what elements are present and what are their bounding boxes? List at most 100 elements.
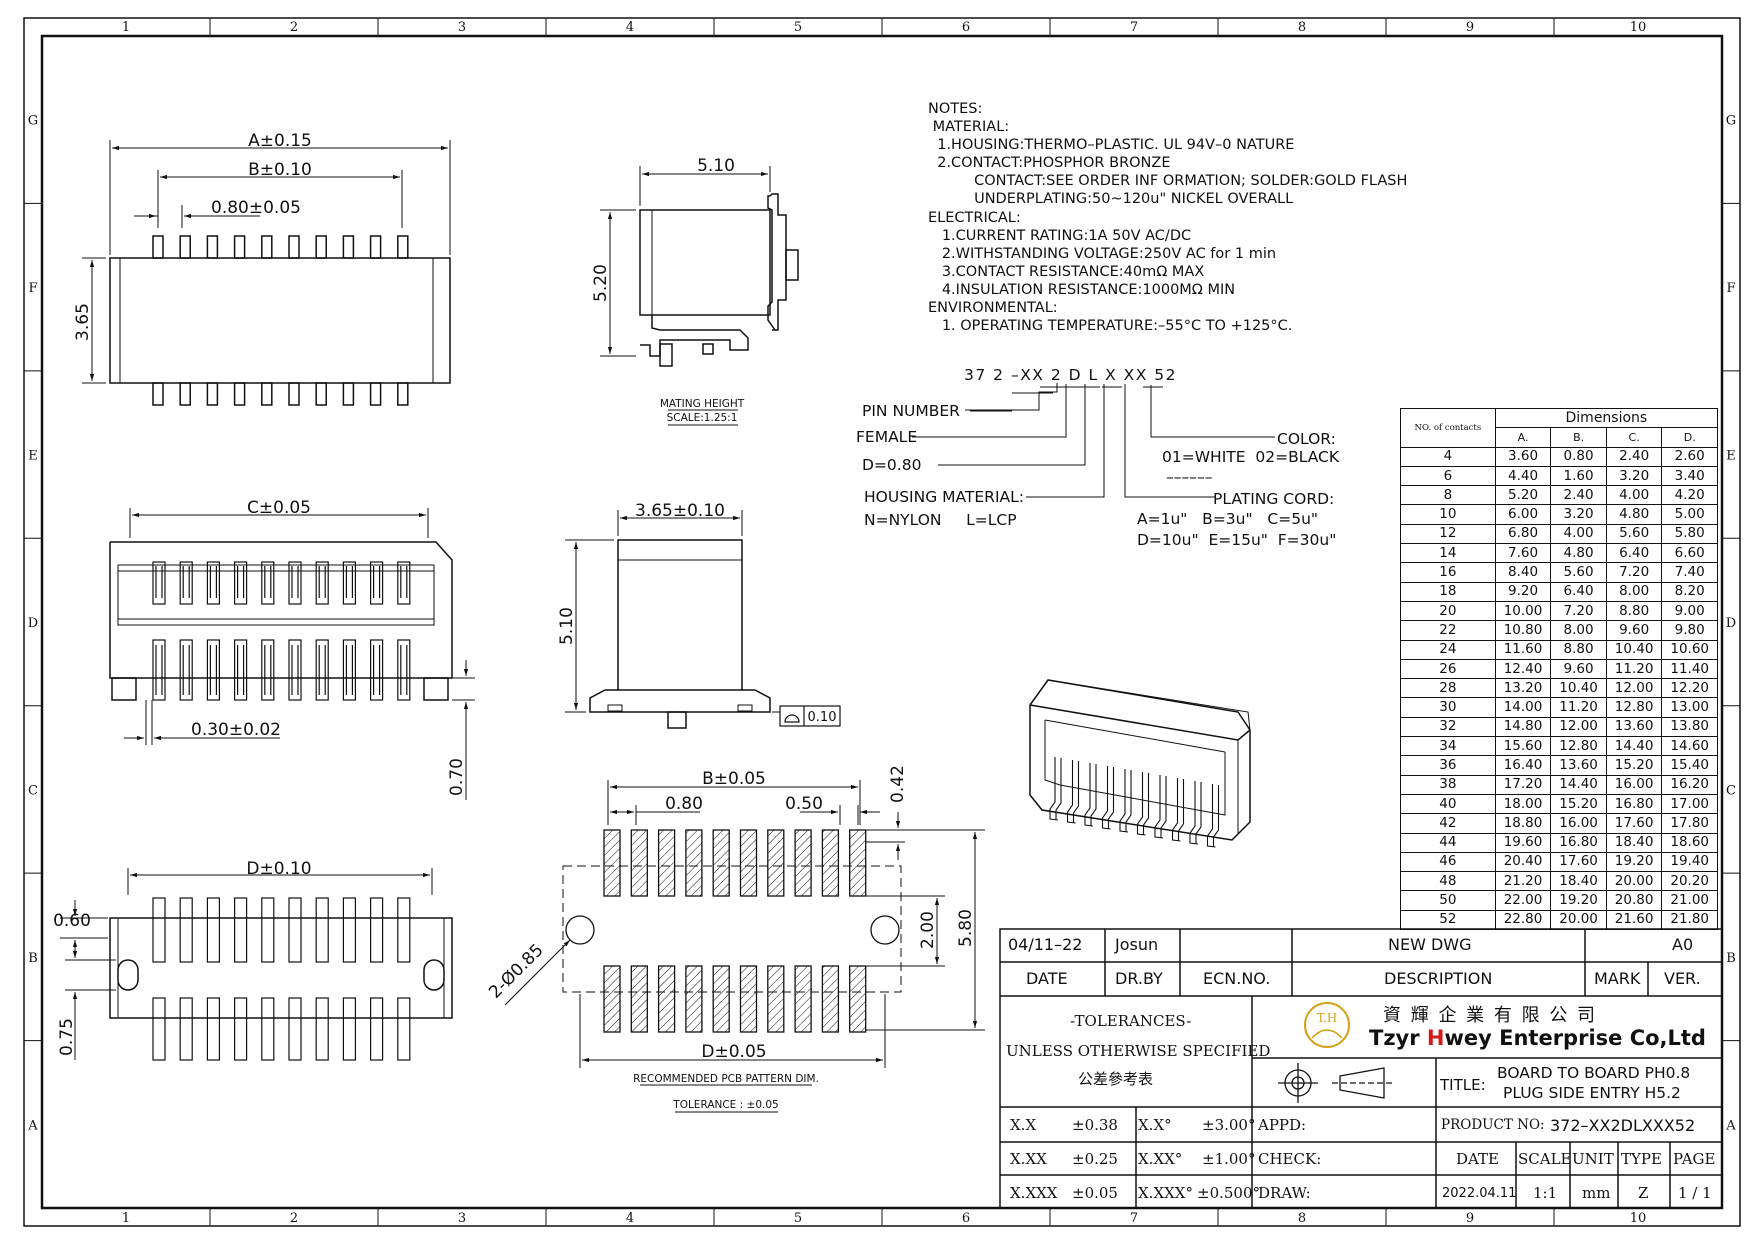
- dim-cell-value: 21.60: [1605, 909, 1663, 931]
- dim-cell-count: 42: [1400, 813, 1496, 834]
- pcb-dim-gap: 2.00: [918, 911, 938, 949]
- lead-upper: [179, 897, 193, 963]
- zone-col-label: 1: [122, 1211, 130, 1226]
- dim-cell-value: 16.20: [1661, 774, 1718, 795]
- pcb-pad-upper: [849, 829, 867, 897]
- dim-cell-count: 14: [1400, 543, 1496, 564]
- lead-lower: [370, 997, 384, 1061]
- note-line: CONTACT:SEE ORDER INF ORMATION; SOLDER:G…: [928, 173, 1408, 190]
- zone-col-label: 2: [290, 1211, 298, 1226]
- dim-cell-count: 12: [1400, 523, 1496, 545]
- logo-text: T.H: [1317, 1011, 1338, 1025]
- contact-upper: [234, 561, 248, 605]
- iso-contact: [1049, 757, 1059, 821]
- ang-x-val: ±3.00°: [1202, 1116, 1256, 1134]
- drawing-page: 1 / 1: [1678, 1184, 1712, 1202]
- lead-lower: [234, 997, 248, 1061]
- dim-cell-value: 12.00: [1550, 716, 1607, 738]
- pcb-pad-lower: [657, 965, 676, 1033]
- iso-contact: [1154, 775, 1164, 839]
- top-pin: [397, 235, 409, 259]
- dim-cell-value: 17.00: [1661, 793, 1718, 815]
- fv-dim-c: C±0.05: [247, 498, 311, 518]
- iso-contact-edge: [1160, 776, 1167, 838]
- dim-cell-value: 13.80: [1661, 716, 1718, 738]
- ev-dim-width: 3.65±0.10: [635, 501, 725, 521]
- oc-plating-opts1: A=1u" B=3u" C=5u": [1137, 510, 1319, 528]
- contact-lower: [342, 639, 356, 701]
- lead-upper: [261, 897, 275, 963]
- dim-cell-value: 10.80: [1494, 620, 1552, 641]
- pcb-pad-lower: [712, 965, 730, 1033]
- ang-xxx-val: ±0.500°: [1197, 1184, 1261, 1202]
- pcb-pad-lower: [794, 965, 812, 1033]
- dim-cell-value: 9.20: [1494, 581, 1552, 602]
- dim-cell-value: 20.80: [1605, 890, 1663, 911]
- dim-cell-value: 9.60: [1550, 658, 1607, 680]
- drawing-unit: mm: [1582, 1184, 1611, 1202]
- contact-upper: [288, 561, 302, 605]
- company-en-h: H: [1426, 1026, 1445, 1050]
- dim-cell-value: 20.20: [1661, 871, 1718, 892]
- h2-scale: SCALE: [1518, 1150, 1572, 1168]
- iso-contact: [1101, 766, 1111, 830]
- note-line: 2.WITHSTANDING VOLTAGE:250V AC for 1 min: [928, 245, 1277, 262]
- top-pin: [342, 235, 355, 259]
- check-label: CHECK:: [1258, 1150, 1322, 1168]
- dim-cell-value: 18.00: [1494, 793, 1552, 815]
- zone-col-label: 1: [122, 20, 130, 35]
- dim-cell-value: 17.60: [1550, 851, 1607, 873]
- zone-row-label: D: [1726, 616, 1736, 631]
- note-line: ENVIRONMENTAL:: [928, 300, 1058, 317]
- order-code: 37 2 –XX 2 D L X XX 52: [964, 366, 1177, 384]
- top-view: [82, 140, 451, 406]
- zone-row-label: B: [28, 951, 38, 966]
- dim-cell-value: 10.40: [1550, 678, 1607, 699]
- zone-col-label: 7: [1130, 1211, 1138, 1226]
- pcb-caption: RECOMMENDED PCB PATTERN DIM.: [633, 1073, 819, 1085]
- zone-row-label: E: [1726, 449, 1736, 464]
- title-label: TITLE:: [1440, 1076, 1486, 1094]
- pcb-dim-b: B±0.05: [702, 769, 766, 789]
- zone-col-label: 5: [794, 20, 802, 35]
- zone-col-label: 9: [1466, 20, 1474, 35]
- dim-cell-value: 6.60: [1661, 543, 1718, 564]
- h2-unit: UNIT: [1572, 1150, 1614, 1168]
- dim-cell-value: 8.00: [1605, 581, 1663, 602]
- dim-cell-value: 14.40: [1605, 736, 1663, 757]
- dim-cell-value: 15.60: [1494, 736, 1552, 757]
- pcb-pattern: [504, 780, 985, 1113]
- h-mark: MARK: [1594, 969, 1641, 988]
- lead-upper: [234, 897, 248, 963]
- pcb-pad-upper: [739, 829, 758, 897]
- dim-cell-value: 8.80: [1605, 600, 1663, 622]
- contact-lower: [152, 639, 166, 701]
- lead-upper: [370, 897, 384, 963]
- dim-cell-value: 2.40: [1605, 446, 1663, 467]
- zone-col-label: 5: [794, 1211, 802, 1226]
- projection-symbol: [1278, 1063, 1392, 1103]
- tol-x: X.X: [1010, 1116, 1037, 1134]
- drawing-type: Z: [1638, 1184, 1649, 1202]
- note-line: 3.CONTACT RESISTANCE:40mΩ MAX: [928, 263, 1205, 280]
- iso-view: [1029, 679, 1251, 848]
- iso-contact-edge: [1090, 764, 1097, 826]
- dim-cell-value: 16.80: [1550, 832, 1607, 853]
- note-line: NOTES:: [928, 101, 983, 117]
- end-view: [565, 510, 841, 729]
- oc-color-opts: 01=WHITE 02=BLACK: [1162, 448, 1340, 466]
- dim-cell-value: 18.40: [1550, 871, 1607, 892]
- zone-col-label: 7: [1130, 20, 1138, 35]
- tol-xxx: X.XXX: [1010, 1184, 1058, 1202]
- iso-contact-edge: [1107, 767, 1115, 829]
- iso-contact: [1171, 778, 1181, 842]
